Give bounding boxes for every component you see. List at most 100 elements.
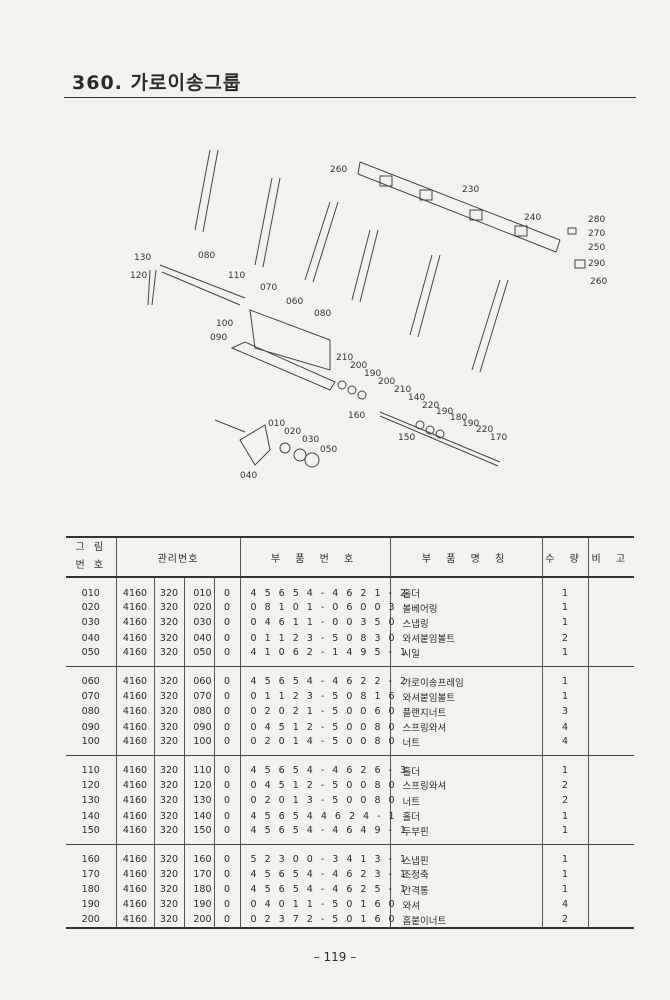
cell-c: 080 xyxy=(183,704,214,720)
cell-b: 320 xyxy=(153,755,184,778)
cell-fig: 100 xyxy=(66,734,116,756)
cell-b: 320 xyxy=(153,615,184,631)
cell-name: 볼베어링 xyxy=(389,600,542,616)
callout-label: 100 xyxy=(216,319,233,329)
cell-d: 0 xyxy=(213,844,240,867)
callout-label: 170 xyxy=(490,433,507,443)
cell-qty: 4 xyxy=(541,897,588,913)
callout-label: 220 xyxy=(422,401,439,411)
cell-d: 0 xyxy=(213,645,240,667)
cell-remarks xyxy=(587,755,634,778)
cell-pn: 0 4 5 1 2 - 5 0 0 8 0 xyxy=(239,719,395,735)
cell-c: 070 xyxy=(183,688,214,705)
cell-qty: 2 xyxy=(541,793,588,809)
cell-pn: 0 1 1 2 3 - 5 0 8 3 0 xyxy=(239,630,395,646)
cell-remarks xyxy=(587,600,634,616)
callout-label: 020 xyxy=(284,427,301,437)
callout-label: 230 xyxy=(462,185,479,195)
cell-c: 090 xyxy=(183,719,214,735)
cell-c: 040 xyxy=(183,630,214,646)
cell-pn: 0 4 6 1 1 - 0 0 3 5 0 xyxy=(239,615,395,631)
cell-remarks xyxy=(587,897,634,913)
cell-name: 와셔붙임볼트 xyxy=(389,688,542,705)
cell-remarks xyxy=(587,630,634,646)
cell-d: 0 xyxy=(213,704,240,720)
cell-c: 110 xyxy=(183,755,214,778)
cell-c: 130 xyxy=(183,793,214,809)
cell-a: 4160 xyxy=(115,823,154,845)
cell-pn: 0 2 3 7 2 - 5 0 1 6 0 xyxy=(239,912,395,929)
cell-name: 간격통 xyxy=(389,881,542,898)
callout-label: 290 xyxy=(588,259,605,269)
cell-fig: 200 xyxy=(66,912,116,929)
cell-fig: 180 xyxy=(81,884,100,896)
cell-qty: 1 xyxy=(541,666,588,689)
callout-label: 040 xyxy=(240,471,257,481)
cell-qty: 4 xyxy=(541,734,588,756)
callout-label: 260 xyxy=(330,165,347,175)
cell-d: 0 xyxy=(213,793,240,809)
cell-name: 가로이송프레임 xyxy=(389,666,542,689)
cell-b: 320 xyxy=(153,881,184,898)
cell-qty: 1 xyxy=(541,615,588,631)
cell-d: 0 xyxy=(213,866,240,882)
cell-remarks xyxy=(587,734,634,756)
callout-label: 180 xyxy=(450,413,467,423)
callout-label: 080 xyxy=(198,251,215,261)
cell-remarks xyxy=(587,645,634,667)
cell-d: 0 xyxy=(213,808,240,824)
cell-a: 4160 xyxy=(115,719,154,735)
cell-c: 060 xyxy=(183,666,214,689)
cell-qty: 1 xyxy=(541,577,588,600)
cell-b: 320 xyxy=(153,777,184,794)
cell-name: 홀더 xyxy=(389,808,542,824)
cell-b: 320 xyxy=(153,600,184,616)
cell-fig: 110 xyxy=(81,765,100,777)
cell-fig: 080 xyxy=(81,706,100,718)
cell-remarks xyxy=(587,577,634,600)
callout-label: 120 xyxy=(130,271,147,281)
cell-fig: 090 xyxy=(81,721,100,733)
cell-d: 0 xyxy=(213,777,240,794)
frame-plate xyxy=(230,341,336,391)
page-title: 360. 가로이송그룹 xyxy=(72,72,242,94)
cell-b: 320 xyxy=(153,793,184,809)
cell-remarks xyxy=(587,881,634,898)
cell-qty: 2 xyxy=(541,912,588,929)
divider-rod xyxy=(471,279,509,373)
cell-c: 050 xyxy=(183,645,214,667)
cell-b: 320 xyxy=(153,688,184,705)
cell-remarks xyxy=(587,844,634,867)
cell-name: 스프링와셔 xyxy=(389,719,542,735)
cell-b: 320 xyxy=(153,577,184,600)
callout-label: 160 xyxy=(348,411,365,421)
shaft xyxy=(379,411,501,467)
cell-b: 320 xyxy=(153,645,184,667)
title-rule xyxy=(64,97,636,98)
cell-name: 스냅핀 xyxy=(389,844,542,867)
cell-c: 170 xyxy=(183,866,214,882)
cell-remarks xyxy=(587,615,634,631)
cell-remarks xyxy=(587,793,634,809)
cell-pn: 4 5 6 5 4 - 4 6 2 5 - 1 xyxy=(239,881,406,898)
cell-pn: 4 5 6 5 4 - 4 6 2 6 - 3 xyxy=(239,755,406,778)
callout-label: 060 xyxy=(286,297,303,307)
cell-name: 홈붙이너트 xyxy=(389,912,542,929)
cell-qty: 3 xyxy=(541,704,588,720)
cell-c: 030 xyxy=(183,615,214,631)
cell-a: 4160 xyxy=(115,666,154,689)
cell-qty: 1 xyxy=(541,688,588,705)
cell-c: 180 xyxy=(183,881,214,898)
cell-pn: 5 2 3 0 0 - 3 4 1 3 - 1 xyxy=(239,844,406,867)
cell-d: 0 xyxy=(213,912,240,929)
cell-qty: 1 xyxy=(541,881,588,898)
